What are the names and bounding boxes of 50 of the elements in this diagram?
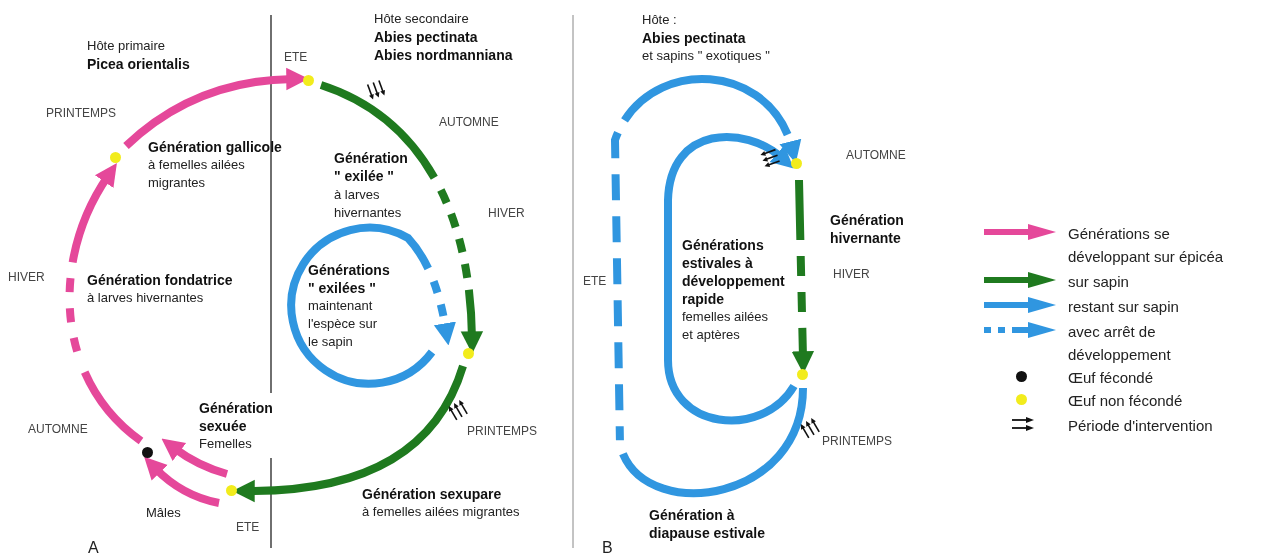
species-name: Abies pectinata (642, 29, 747, 47)
species-name: Picea orientalis (87, 55, 191, 73)
season-label: HIVER (8, 269, 46, 286)
season-label: AUTOMNE (439, 114, 500, 131)
description-text: à femelles ailées migrantes (148, 156, 246, 192)
host-label: et sapins " exotiques " (642, 47, 771, 65)
season-label: ETE (284, 49, 309, 66)
host-label: Hôte primaire (87, 37, 167, 55)
season-label: PRINTEMPS (467, 423, 538, 440)
generation-title: Générations " exilées " (308, 261, 391, 297)
description-text: femelles ailées et aptères (682, 308, 769, 344)
description-text: à larves hivernantes (334, 186, 403, 222)
legend-text: Œuf non fécondé (1068, 391, 1184, 411)
description-text: maintenant l'espèce sur le sapin (308, 297, 378, 351)
host-label: Hôte secondaire (374, 10, 470, 28)
cycle-arrow (143, 456, 220, 507)
cycle-arrow (611, 75, 807, 497)
legend-text: Période d'intervention (1068, 416, 1214, 436)
legend-text: sur sapin (1068, 272, 1130, 292)
description-text: à femelles ailées migrantes (362, 503, 521, 521)
panel-letter: A (88, 538, 100, 558)
legend-text: Œuf fécondé (1068, 368, 1155, 388)
season-label: PRINTEMPS (46, 105, 117, 122)
legend-text: avec arrêt de développement (1068, 322, 1172, 365)
season-label: ETE (236, 519, 261, 536)
panel-letter: B (602, 538, 614, 558)
generation-title: Génération fondatrice (87, 271, 234, 289)
generation-title: Génération à diapause estivale (649, 506, 766, 542)
cycle-arrow (287, 223, 456, 388)
generation-title: Génération " exilée " (334, 149, 409, 185)
generation-title: Génération sexupare (362, 485, 503, 503)
season-label: AUTOMNE (846, 147, 907, 164)
species-name: Abies pectinata (374, 28, 479, 46)
cycle-arrow (65, 162, 144, 445)
cycle-arrow (161, 438, 229, 478)
cycle-arrow (664, 133, 798, 425)
season-label: HIVER (833, 266, 871, 283)
generation-title: Générations estivales à développement rapide (682, 236, 786, 308)
legend-text: restant sur sapin (1068, 297, 1180, 317)
season-label: HIVER (488, 205, 526, 222)
season-label: AUTOMNE (28, 421, 89, 438)
season-label: PRINTEMPS (822, 433, 893, 450)
host-label: Hôte : (642, 11, 678, 29)
description-text: Mâles (146, 504, 182, 522)
species-name: Abies nordmanniana (374, 46, 514, 64)
generation-title: Génération sexuée (199, 399, 274, 435)
description-text: à larves hivernantes (87, 289, 205, 307)
generation-title: Génération hivernante (830, 211, 905, 247)
season-label: ETE (583, 273, 608, 290)
description-text: Femelles (199, 435, 253, 453)
